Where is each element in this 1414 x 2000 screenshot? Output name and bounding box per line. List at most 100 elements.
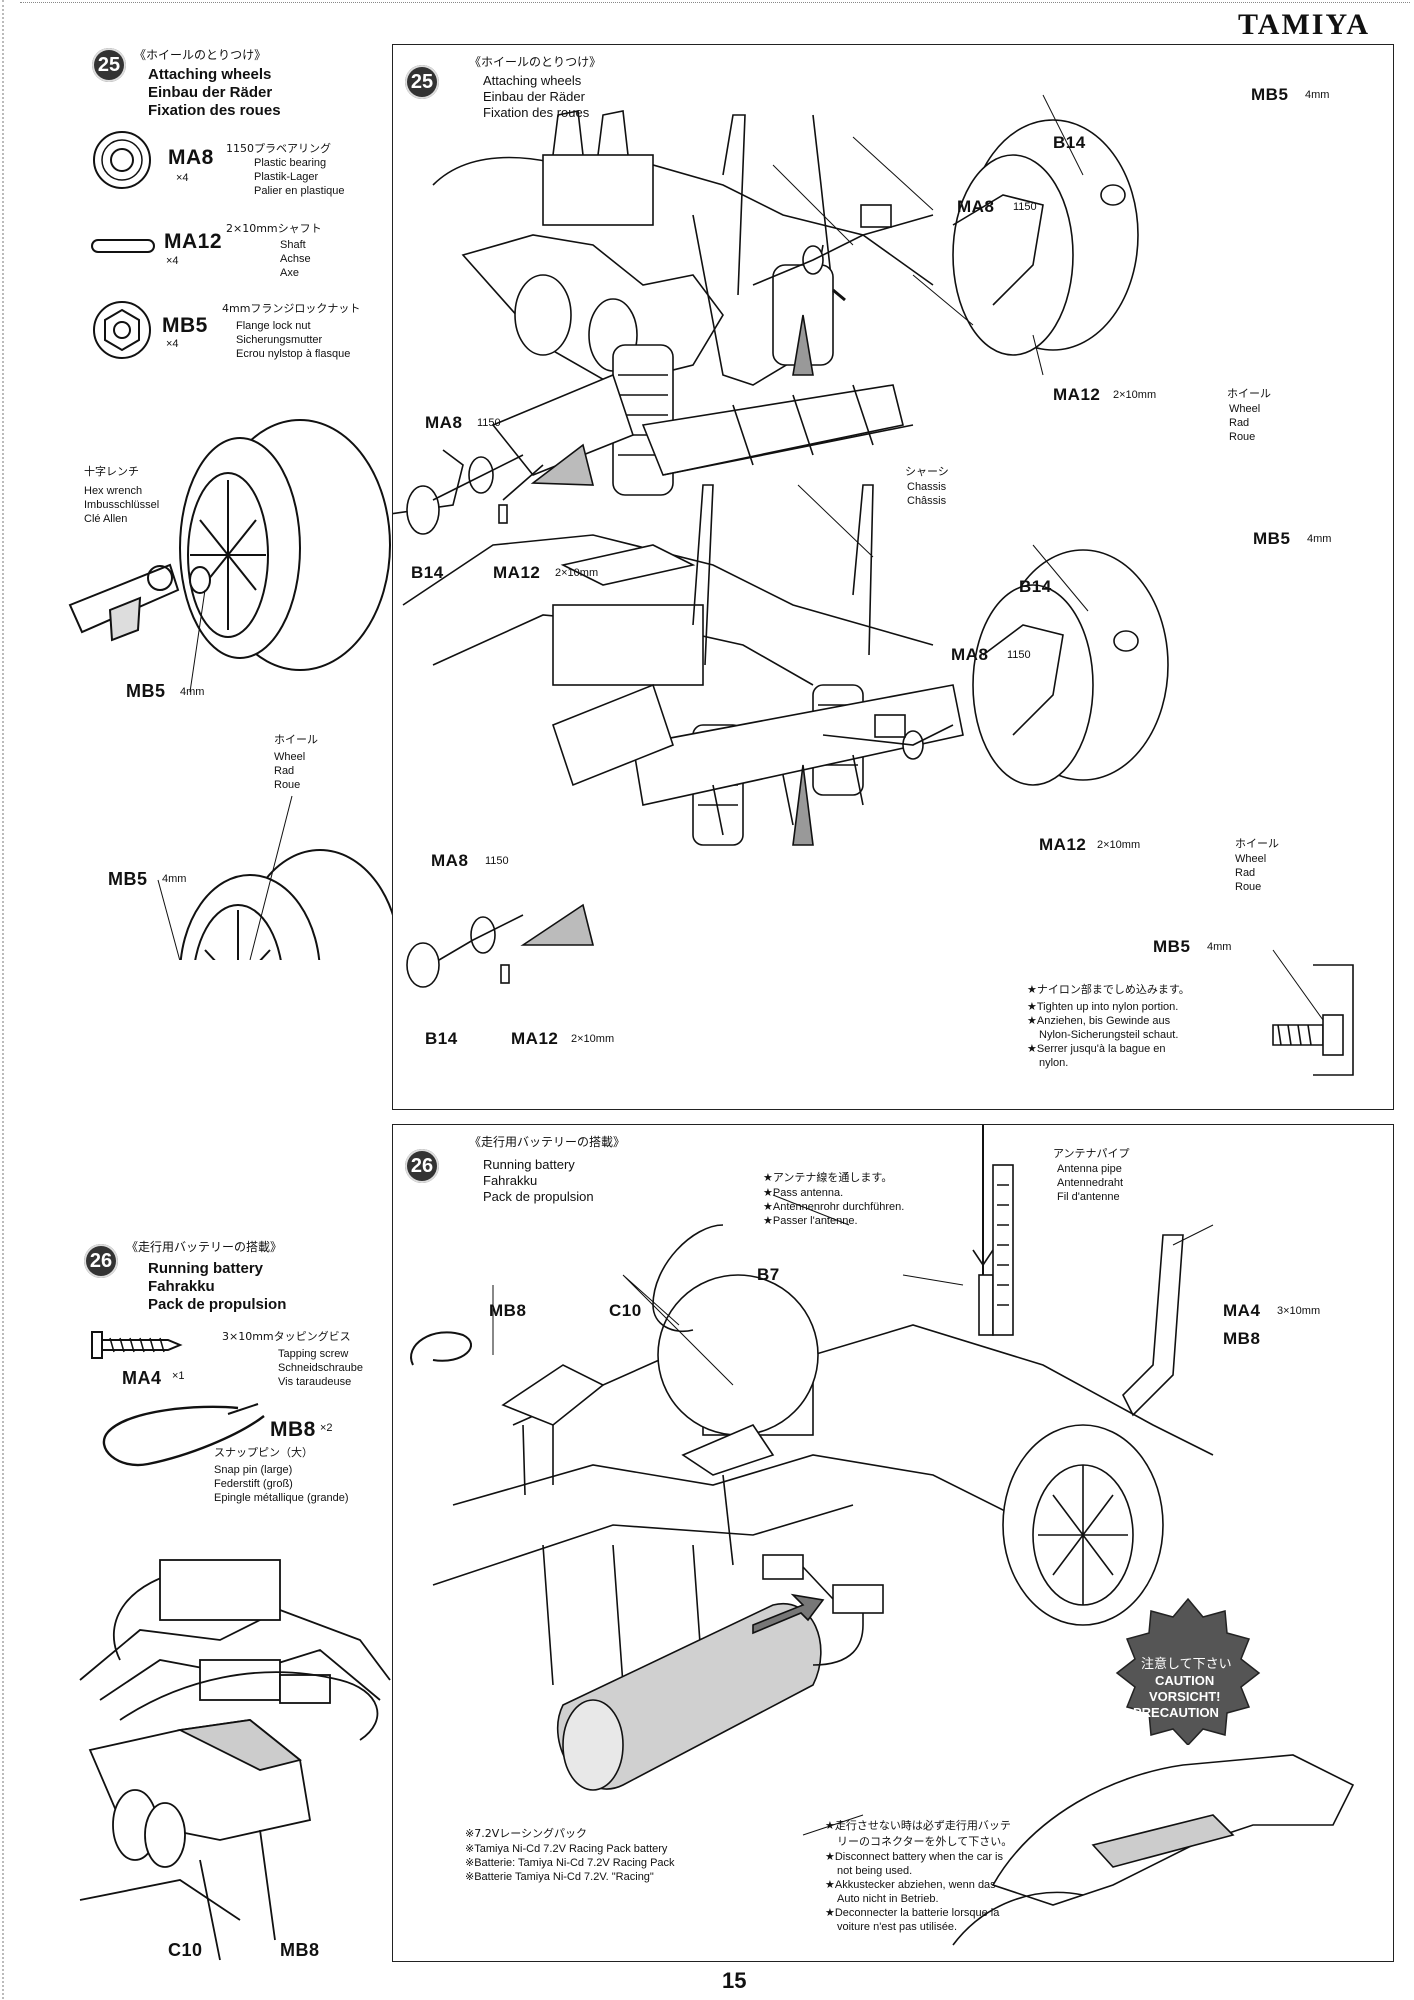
tapping-screw-icon (91, 1331, 183, 1359)
brand-logo: TAMIYA (1238, 8, 1371, 41)
part-qty: ×4 (166, 338, 179, 350)
caution-badge (1115, 1597, 1261, 1745)
part-name-fr: Axe (280, 267, 299, 279)
disconnect-jp1: ★走行させない時は必ず走行用バッテ (825, 1819, 1011, 1832)
caution-fr: PRECAUTION (1133, 1705, 1219, 1720)
note-en: ★Tighten up into nylon portion. (1027, 1001, 1179, 1013)
mb5-label-2: MB5 (108, 869, 148, 889)
mb5-size-2: 4mm (1307, 533, 1332, 545)
left-b14-label-2: B14 (425, 1029, 458, 1048)
step-number-badge: 25 (405, 65, 439, 99)
part-name-en: Shaft (280, 239, 306, 251)
ma8-label: MA8 (957, 197, 995, 216)
left-ma12-label-2: MA12 (511, 1029, 559, 1048)
part-code: MB8 (270, 1418, 316, 1441)
part-qty: ×4 (176, 172, 189, 184)
note-mb5-size: 4mm (1207, 941, 1232, 953)
part-name-fr: Ecrou nylstop à flasque (236, 348, 351, 360)
wheel-label-jp: ホイール (1227, 387, 1271, 400)
chassis-label-jp: シャーシ (905, 465, 949, 478)
step-title-en: Attaching wheels (483, 73, 582, 88)
wheel-label-de: Rad (274, 765, 295, 777)
part-size-jp: 4mmフランジロックナット (222, 302, 361, 315)
wheel-label-de: Rad (1229, 417, 1250, 429)
b7-label: B7 (757, 1265, 780, 1284)
left-margin-dots (2, 0, 5, 1999)
disconnect-en1: ★Disconnect battery when the car is (825, 1851, 1003, 1863)
snap-pin-icon (102, 1403, 265, 1467)
b14-label: B14 (1053, 133, 1086, 152)
disconnect-fr2: voiture n'est pas utilisée. (837, 1921, 958, 1933)
step26-panel: 26 《走行用バッテリーの搭載》 Running battery Fahrakk… (392, 1124, 1394, 1962)
tool-label-de: Imbusschlüssel (84, 499, 160, 511)
part-name-en: Plastic bearing (254, 157, 327, 169)
part-size-jp: 2×10mmシャフト (226, 222, 322, 235)
part-name-fr: Vis taraudeuse (278, 1376, 352, 1388)
part-name-de: Sicherungsmutter (236, 334, 323, 346)
battery-fr: ※Batterie Tamiya Ni-Cd 7.2V. "Racing" (465, 1871, 654, 1883)
note-de2: Nylon-Sicherungsteil schaut. (1039, 1029, 1179, 1041)
note-de1: ★Anziehen, bis Gewinde aus (1027, 1015, 1171, 1027)
tool-label-en: Hex wrench (84, 485, 143, 497)
left-wheel-illustrations (68, 419, 400, 960)
antenna-note-en: ★Pass antenna. (763, 1187, 844, 1199)
wheel-label-jp-2: ホイール (1235, 837, 1279, 850)
antenna-pipe-fr: Fil d'antenne (1057, 1191, 1120, 1203)
mb8-label: MB8 (280, 1940, 320, 1960)
step-title-en: Running battery (483, 1157, 575, 1172)
ma12-label-2: MA12 (1039, 835, 1087, 854)
step-title-de: Einbau der Räder (483, 89, 585, 104)
mb8-label-right: MB8 (1223, 1329, 1261, 1348)
c10-label: C10 (609, 1301, 642, 1320)
step-title-jp: 《走行用バッテリーの搭載》 (126, 1240, 283, 1254)
b14-label-2: B14 (1019, 577, 1052, 596)
wheel-label-fr: Roue (1229, 431, 1256, 443)
disconnect-de2: Auto nicht in Betrieb. (837, 1893, 939, 1905)
disconnect-jp2: リーのコネクターを外して下さい。 (837, 1835, 1013, 1848)
part-name-en: Flange lock nut (236, 320, 311, 332)
chassis-label-fr: Châssis (907, 495, 947, 507)
caution-de: VORSICHT! (1149, 1689, 1221, 1704)
part-name-de: Federstift (groß) (214, 1478, 293, 1490)
left-ma8-size-2: 1150 (485, 855, 509, 867)
part-name-en: Snap pin (large) (214, 1464, 293, 1476)
wheel-label-fr-2: Roue (1235, 881, 1262, 893)
mb5-size: 4mm (1305, 89, 1330, 101)
step-number-badge: 26 (405, 1149, 439, 1183)
part-name-de: Achse (280, 253, 311, 265)
left-ma12-size-2: 2×10mm (571, 1033, 615, 1045)
antenna-pipe-de: Antennedraht (1057, 1177, 1124, 1189)
battery-holder-illustration (79, 1559, 391, 1961)
part-size-jp: スナップピン（大） (214, 1446, 313, 1459)
ma8-size-2: 1150 (1007, 649, 1031, 661)
page-number: 15 (722, 1968, 747, 1993)
antenna-pipe-jp: アンテナパイプ (1053, 1147, 1130, 1160)
left-ma8-size: 1150 (477, 417, 501, 429)
part-qty: ×1 (172, 1370, 185, 1382)
bearing-icon (93, 131, 151, 189)
step-title-fr: Pack de propulsion (483, 1189, 594, 1204)
part-code: MA12 (164, 230, 223, 253)
tool-label-fr: Clé Allen (84, 513, 128, 525)
mb5-label: MB5 (126, 681, 166, 701)
step-title-en: Attaching wheels (148, 66, 272, 83)
part-code: MA4 (122, 1368, 162, 1388)
step-title-jp: 《ホイールのとりつけ》 (134, 48, 267, 62)
wheel-label-de-2: Rad (1235, 867, 1256, 879)
antenna-pipe-en: Antenna pipe (1057, 1163, 1122, 1175)
ma8-size: 1150 (1013, 201, 1037, 213)
part-name-fr: Palier en plastique (254, 185, 345, 197)
header-rule (20, 2, 1410, 4)
part-name-de: Plastik-Lager (254, 171, 319, 183)
wheel-label-en-2: Wheel (1235, 853, 1267, 865)
flange-nut-icon (93, 301, 151, 359)
ma12-size: 2×10mm (1113, 389, 1157, 401)
part-name-en: Tapping screw (278, 1348, 349, 1360)
mb5-label-2: MB5 (1253, 529, 1291, 548)
part-size-jp: 3×10mmタッピングビス (222, 1330, 351, 1343)
step25-panel: 25 《ホイールのとりつけ》 Attaching wheels Einbau d… (392, 44, 1394, 1110)
ma4-label: MA4 (1223, 1301, 1261, 1320)
wheel-label-en: Wheel (1229, 403, 1261, 415)
note-fr1: ★Serrer jusqu'à la bague en (1027, 1043, 1166, 1055)
left-b14-label: B14 (411, 563, 444, 582)
